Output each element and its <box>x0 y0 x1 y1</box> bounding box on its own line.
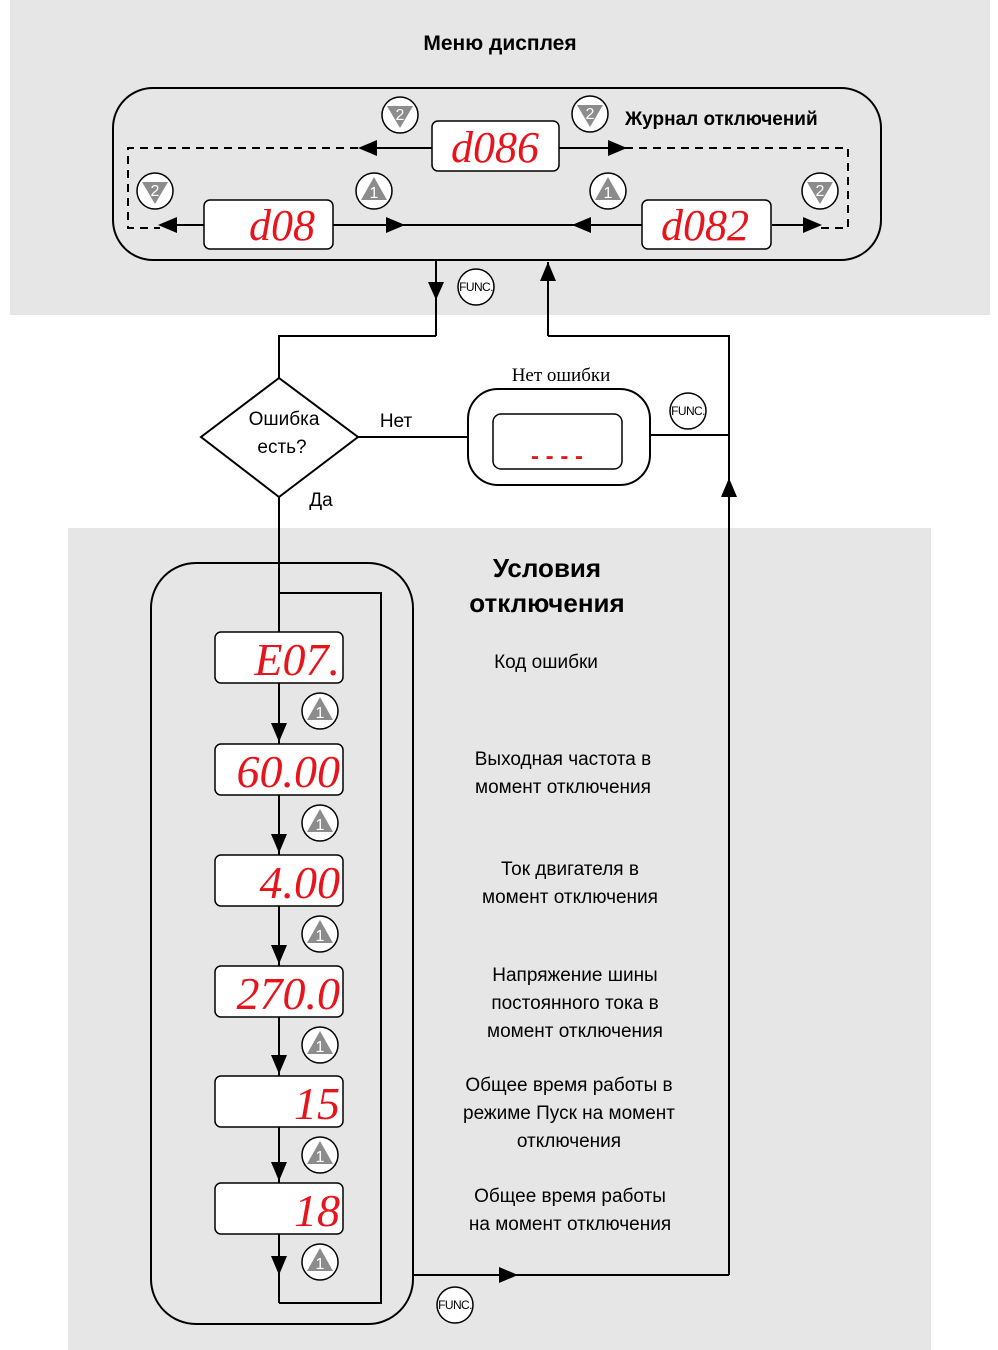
trip-display-box <box>214 631 344 684</box>
up-key-icon: 1 <box>301 1136 339 1174</box>
svg-text:1: 1 <box>316 705 325 722</box>
trip-display-value: 15 <box>294 1078 340 1129</box>
no-label: Нет <box>380 411 413 432</box>
up-key-icon: 1 <box>301 804 339 842</box>
svg-text:FUNC.: FUNC. <box>671 404 705 418</box>
trip-display-value: E07. <box>253 634 340 685</box>
svg-text:1: 1 <box>370 185 379 202</box>
down-key-icon: 2 <box>801 172 839 210</box>
svg-text:2: 2 <box>816 183 825 200</box>
up-key-icon: 1 <box>301 1026 339 1064</box>
trip-description-line: момент отключения <box>487 1021 663 1042</box>
trip-conditions-panel <box>68 528 931 1350</box>
yes-label: Да <box>309 490 333 511</box>
trip-description-line: момент отключения <box>475 777 651 798</box>
step-arrow <box>271 1162 287 1181</box>
trip-title-line2: отключения <box>469 588 624 618</box>
svg-text:1: 1 <box>316 1149 325 1166</box>
code-display-d086 <box>431 120 560 172</box>
svg-text:FUNC.: FUNC. <box>459 280 493 294</box>
trip-display-value: 18 <box>294 1185 340 1236</box>
no-error-dashes: - - - - <box>531 443 583 470</box>
svg-text:FUNC.: FUNC. <box>438 1298 472 1312</box>
step-arrow <box>271 1256 287 1275</box>
trip-display-value: 60.00 <box>237 746 341 797</box>
trip-display-box <box>214 743 344 796</box>
up-key-icon: 1 <box>301 1243 339 1281</box>
trip-description-line: на момент отключения <box>469 1214 671 1235</box>
trip-description-line: Общее время работы <box>474 1186 666 1207</box>
trip-history-label: Журнал отключений <box>624 109 818 130</box>
up-key-icon: 1 <box>301 915 339 953</box>
trip-description-line: Ток двигателя в <box>501 859 639 880</box>
no-error-display <box>492 413 623 470</box>
display-menu-box <box>112 87 882 261</box>
trip-description-line: момент отключения <box>482 887 658 908</box>
down-key-icon: 2 <box>381 96 419 134</box>
svg-text:1: 1 <box>316 928 325 945</box>
trip-description-line: режиме Пуск на момент <box>463 1103 675 1124</box>
up-key-icon: 1 <box>301 692 339 730</box>
svg-text:1: 1 <box>316 1256 325 1273</box>
code-display-d082 <box>641 199 772 250</box>
svg-text:2: 2 <box>151 183 160 200</box>
display-menu-title: Меню дисплея <box>423 32 576 55</box>
trip-title-line1: Условия <box>493 553 601 583</box>
trip-description-line: Код ошибки <box>494 652 598 673</box>
no-error-title: Нет ошибки <box>512 365 611 386</box>
trip-display-box <box>214 965 344 1018</box>
code-d082: d082 <box>661 201 749 250</box>
trip-description-line: Напряжение шины <box>492 965 657 986</box>
svg-text:1: 1 <box>316 1039 325 1056</box>
func-key-icon: FUNC. <box>457 268 495 306</box>
trip-description-line: Выходная частота в <box>475 749 652 770</box>
decision-line2: есть? <box>257 437 306 458</box>
trip-display-value: 270.0 <box>237 968 341 1019</box>
step-arrow <box>271 723 287 742</box>
code-d086: d086 <box>451 123 539 172</box>
up-key-icon: 1 <box>589 172 627 210</box>
trip-display-box <box>214 854 344 907</box>
trip-description-line: Общее время работы в <box>465 1075 672 1096</box>
down-key-icon: 2 <box>571 95 609 133</box>
code-d08: d08 <box>249 201 315 250</box>
trip-display-box <box>214 1182 344 1235</box>
trip-description-line: постоянного тока в <box>491 993 658 1014</box>
step-arrow <box>271 1055 287 1074</box>
func-key-icon: FUNC. <box>436 1286 474 1324</box>
trip-conditions-box <box>150 562 414 1325</box>
func-key-icon: FUNC. <box>669 392 707 430</box>
down-key-icon: 2 <box>136 172 174 210</box>
svg-text:1: 1 <box>604 185 613 202</box>
svg-text:2: 2 <box>586 106 595 123</box>
trip-description-line: отключения <box>517 1131 621 1152</box>
decision-line1: Ошибка <box>249 409 320 430</box>
up-key-icon: 1 <box>355 172 393 210</box>
trip-display-box <box>214 1075 344 1128</box>
svg-text:2: 2 <box>396 107 405 124</box>
code-display-d08 <box>203 199 334 250</box>
step-arrow <box>271 834 287 853</box>
step-arrow <box>271 945 287 964</box>
trip-display-value: 4.00 <box>260 857 341 908</box>
svg-text:1: 1 <box>316 817 325 834</box>
